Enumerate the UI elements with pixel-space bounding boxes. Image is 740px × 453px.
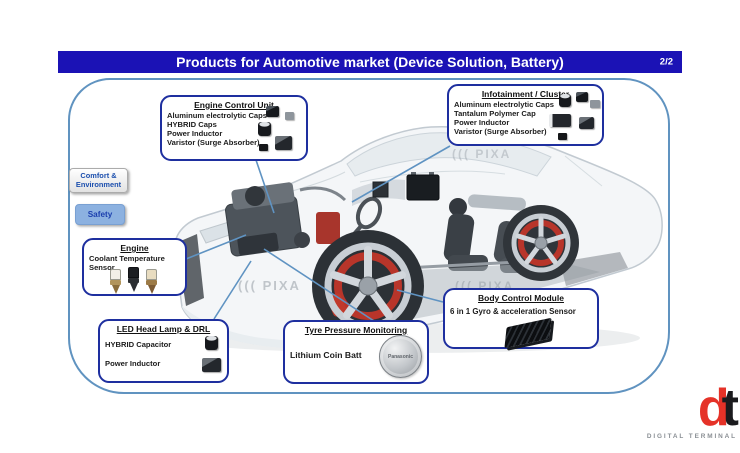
line-engine xyxy=(185,234,247,260)
callout-item: Lithium Coin Batt xyxy=(290,349,362,360)
door-line xyxy=(359,170,506,183)
coolant-sensor-photo xyxy=(128,267,139,293)
callout-led-head-lamp: LED Head Lamp & DRL HYBRID Capacitor Pow… xyxy=(98,319,229,383)
callout-title: Infotainment / Cluster xyxy=(481,89,570,99)
chip-photo xyxy=(259,144,268,151)
page-indicator: 2/2 xyxy=(659,56,673,68)
callout-item: HYBRID Caps xyxy=(167,119,217,129)
callout-item: Aluminum electrolytic Caps xyxy=(167,110,268,120)
comfort-environment-button: Comfort & Environment xyxy=(69,168,128,193)
callout-engine-control-unit: Engine Control Unit Aluminum electrolyti… xyxy=(160,95,308,161)
callout-lines xyxy=(185,145,451,322)
engine-components xyxy=(225,182,347,257)
rear-underbody xyxy=(560,252,628,286)
rear-wheel xyxy=(503,205,579,281)
title-bar: Products for Automotive market (Device S… xyxy=(58,51,682,73)
digital-terminal-logo: dt DIGITAL TERMINAL xyxy=(636,382,739,440)
callout-tyre-pressure: Tyre Pressure Monitoring Lithium Coin Ba… xyxy=(283,320,429,384)
coolant-sensor-photo xyxy=(110,269,121,295)
callout-item: Aluminum electrolytic Caps xyxy=(454,99,555,109)
logo-letters: dt xyxy=(636,382,739,434)
coin-battery-photo: Panasonic xyxy=(379,335,422,378)
callout-title: Engine xyxy=(120,243,149,253)
callout-body-control-module: Body Control Module 6 in 1 Gyro & accele… xyxy=(443,288,599,349)
power-inductor-photo xyxy=(202,358,221,372)
logo-letter-d: d xyxy=(697,379,730,437)
muffler xyxy=(467,194,526,211)
line-infotainment xyxy=(351,145,451,203)
varistor-photo xyxy=(558,133,567,140)
inductor-photo xyxy=(576,92,588,102)
coin-battery-brand: Panasonic xyxy=(387,353,413,360)
callout-item: Varistor (Surge Absorber) xyxy=(454,127,547,137)
callout-item: Coolant Temperature Sensor xyxy=(89,253,165,272)
line-led xyxy=(213,260,252,320)
callout-item: Power Inductor xyxy=(454,118,510,128)
callout-item: Power Inductor xyxy=(167,129,223,139)
slide-title: Products for Automotive market (Device S… xyxy=(176,54,564,70)
callout-item: HYBRID Capacitor xyxy=(105,339,172,349)
power-inductor-photo xyxy=(266,106,279,117)
comfort-environment-label: Comfort & Environment xyxy=(75,170,122,189)
callout-title: Engine Control Unit xyxy=(194,100,274,110)
car-battery xyxy=(406,174,440,201)
callout-item: Tantalum Polymer Cap xyxy=(454,108,536,118)
tantalum-cap-photo xyxy=(549,114,571,127)
logo-letter-t: t xyxy=(721,379,739,437)
safety-button: Safety xyxy=(75,204,125,225)
front-seat xyxy=(443,213,475,263)
watermark: ((( PIXA xyxy=(238,278,301,293)
callout-item: Varistor (Surge Absorber) xyxy=(167,138,260,148)
gyro-sensor-photo xyxy=(504,317,552,349)
line-bcm xyxy=(396,289,444,303)
varistor-photo xyxy=(285,112,294,120)
callout-title: LED Head Lamp & DRL xyxy=(116,324,211,334)
logo-caption: DIGITAL TERMINAL xyxy=(646,432,737,440)
callout-item: Power Inductor xyxy=(105,358,161,368)
callout-infotainment-cluster: Infotainment / Cluster Aluminum electrol… xyxy=(447,84,604,146)
hybrid-cap-photo xyxy=(275,136,292,150)
pillar-line xyxy=(564,155,603,187)
callout-title: Tyre Pressure Monitoring xyxy=(304,325,408,335)
callout-item: 6 in 1 Gyro & acceleration Sensor xyxy=(450,306,576,316)
safety-label: Safety xyxy=(87,210,113,219)
aluminum-cap-photo xyxy=(559,94,571,107)
hybrid-capacitor-photo xyxy=(205,336,218,350)
callout-title: Body Control Module xyxy=(478,293,564,303)
line-ecu xyxy=(255,159,275,214)
watermark: ((( PIXA xyxy=(452,147,511,161)
aluminum-cap-photo xyxy=(258,122,271,136)
chip-photo xyxy=(590,100,600,108)
line-tyre xyxy=(263,248,375,322)
callout-engine: Engine Coolant Temperature Sensor xyxy=(82,238,187,296)
power-inductor-photo xyxy=(579,117,594,129)
coolant-sensor-photo xyxy=(146,269,157,295)
